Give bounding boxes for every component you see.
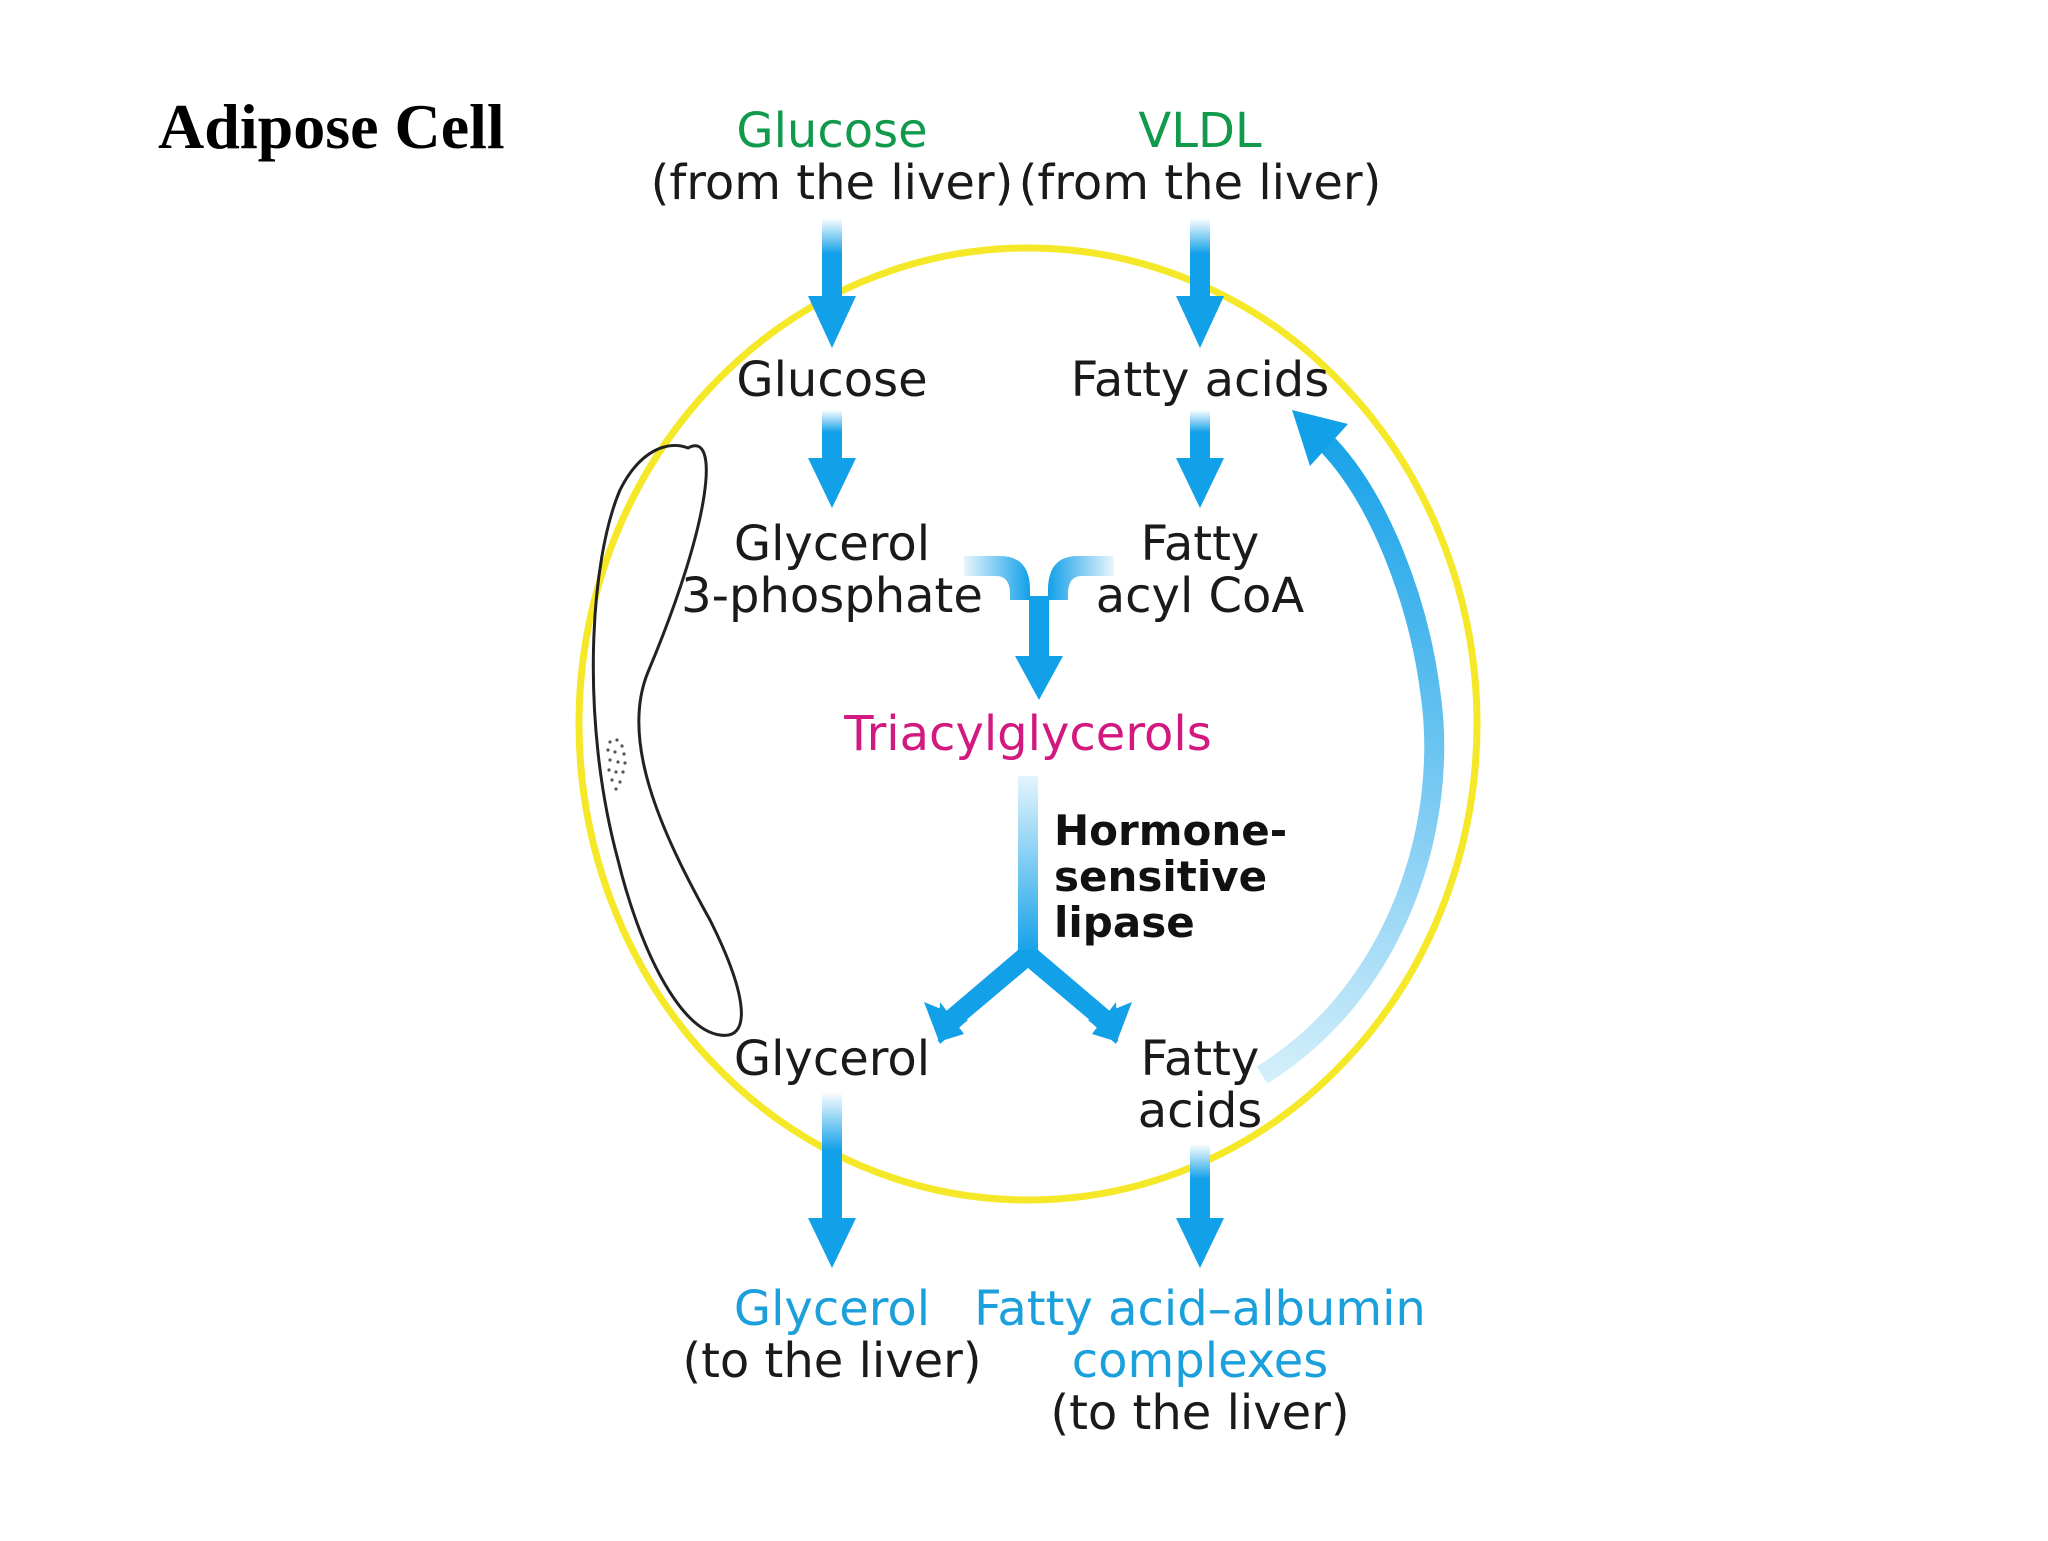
fatty-acyl-coa-line1: Fatty bbox=[1141, 516, 1260, 572]
arrow-lipolysis bbox=[924, 776, 1132, 1044]
arrow-vldl-in bbox=[1176, 218, 1224, 348]
glycerol-3-phosphate-line2: 3-phosphate bbox=[681, 568, 983, 624]
slide-title: Adipose Cell bbox=[158, 91, 505, 162]
triacylglycerols-label: Triacylglycerols bbox=[843, 706, 1211, 762]
glycerol-output-destination: (to the liver) bbox=[682, 1333, 981, 1389]
arrow-glycerol-out bbox=[808, 1092, 856, 1268]
vldl-input-label: VLDL bbox=[1138, 103, 1262, 159]
glycerol-output-label: Glycerol bbox=[734, 1281, 930, 1337]
glucose-input-label: Glucose bbox=[736, 103, 927, 159]
glucose-input-source: (from the liver) bbox=[651, 155, 1014, 211]
fatty-acyl-coa-line2: acyl CoA bbox=[1096, 568, 1305, 624]
arrow-merge-to-triacylglycerols bbox=[964, 556, 1114, 700]
arrow-glucose-in bbox=[808, 218, 856, 348]
enzyme-label-line3: lipase bbox=[1054, 898, 1195, 947]
glycerol-intracellular: Glycerol bbox=[734, 1031, 930, 1087]
enzyme-label-line2: sensitive bbox=[1054, 852, 1267, 901]
vldl-input-source: (from the liver) bbox=[1019, 155, 1382, 211]
arrow-glucose-to-g3p bbox=[808, 410, 856, 508]
nucleus-dots bbox=[606, 738, 627, 791]
fatty-acids-product-line2: acids bbox=[1138, 1083, 1263, 1139]
arrow-fatty-acids-out bbox=[1176, 1144, 1224, 1268]
fatty-acid-albumin-line2: complexes bbox=[1072, 1333, 1328, 1389]
enzyme-label-line1: Hormone- bbox=[1054, 806, 1287, 855]
cell-membrane bbox=[575, 244, 1481, 1204]
fatty-acids-intracellular: Fatty acids bbox=[1071, 352, 1330, 408]
glycerol-3-phosphate-line1: Glycerol bbox=[734, 516, 930, 572]
nucleus bbox=[591, 443, 743, 1037]
fatty-acid-albumin-line1: Fatty acid–albumin bbox=[974, 1281, 1426, 1337]
glucose-intracellular: Glucose bbox=[736, 352, 927, 408]
fatty-acid-albumin-destination: (to the liver) bbox=[1050, 1385, 1349, 1441]
arrow-fatty-acids-to-acyl-coa bbox=[1176, 410, 1224, 508]
fatty-acids-product-line1: Fatty bbox=[1141, 1031, 1260, 1087]
arrow-fatty-acid-recycling bbox=[1256, 410, 1445, 1084]
